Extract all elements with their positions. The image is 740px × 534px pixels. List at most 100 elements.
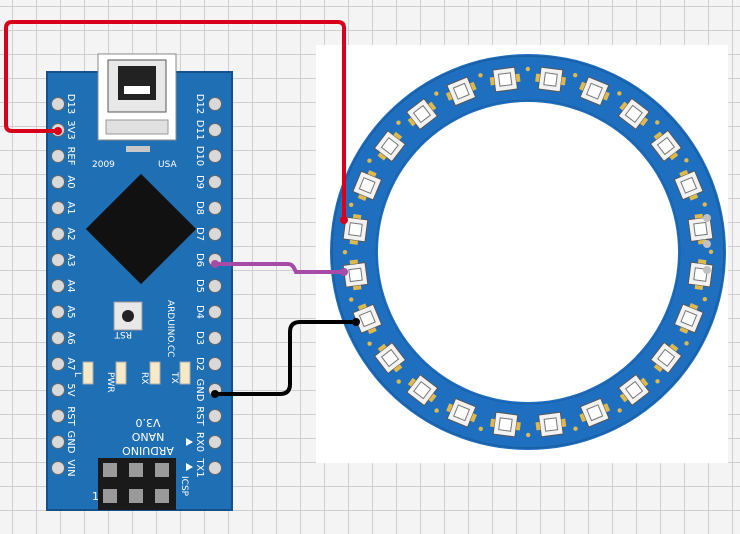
pin-hole[interactable] xyxy=(208,461,222,475)
pin-rx0-right[interactable]: RX0 xyxy=(194,432,222,452)
pin-d10-right[interactable]: D10 xyxy=(194,146,222,166)
ring-led xyxy=(579,397,611,428)
pin-hole[interactable] xyxy=(208,305,222,319)
pin-label: A5 xyxy=(65,305,76,318)
icsp-arrow xyxy=(186,463,193,471)
pin-hole[interactable] xyxy=(51,461,65,475)
pin-hole[interactable] xyxy=(51,305,65,319)
pin-hole[interactable] xyxy=(51,331,65,345)
pin-d8-right[interactable]: D8 xyxy=(194,201,222,215)
pin-rst-right[interactable]: RST xyxy=(194,406,222,427)
pin-label: A4 xyxy=(65,279,76,292)
pin-a6-left[interactable]: A6 xyxy=(51,331,77,345)
pin-hole[interactable] xyxy=(208,97,222,111)
pin-d5-right[interactable]: D5 xyxy=(194,279,222,293)
pin-hole[interactable] xyxy=(51,253,65,267)
ring-led xyxy=(352,170,383,201)
ring-pad xyxy=(684,158,689,163)
pin-hole[interactable] xyxy=(208,123,222,137)
ring-pad xyxy=(702,297,708,302)
pin-hole[interactable] xyxy=(208,201,222,215)
pin-rst-left[interactable]: RST xyxy=(51,406,77,427)
pin-hole[interactable] xyxy=(51,149,65,163)
pin-label: 5V xyxy=(65,383,76,396)
pin-a1-left[interactable]: A1 xyxy=(51,201,77,215)
icsp-pin xyxy=(103,463,117,477)
data-wire-end-ring xyxy=(340,268,348,276)
status-led-rx: RX xyxy=(139,361,161,385)
ring-pad xyxy=(573,426,578,431)
pin-hole[interactable] xyxy=(51,97,65,111)
pin-label: D13 xyxy=(65,94,76,114)
led-body xyxy=(82,361,94,385)
pin-d7-right[interactable]: D7 xyxy=(194,227,222,241)
pin-gnd-left[interactable]: GND xyxy=(51,431,77,454)
pin-vin-left[interactable]: VIN xyxy=(51,459,77,477)
pin-hole[interactable] xyxy=(51,175,65,189)
pin-d11-right[interactable]: D11 xyxy=(194,120,222,140)
board-name-line1: ARDUINO xyxy=(122,444,174,457)
ring-led xyxy=(617,97,650,130)
pin-hole[interactable] xyxy=(208,331,222,345)
pin-label: REF xyxy=(65,146,76,165)
pin-ref-left[interactable]: REF xyxy=(51,146,77,166)
pin-hole[interactable] xyxy=(208,435,222,449)
pin-d2-right[interactable]: D2 xyxy=(194,357,222,371)
ground-wire[interactable] xyxy=(215,320,356,396)
pin-label: A0 xyxy=(65,175,76,188)
pin-5v-left[interactable]: 5V xyxy=(51,383,77,397)
pin-d12-right[interactable]: D12 xyxy=(194,94,222,114)
led-label: PWR xyxy=(105,372,115,393)
pin-hole[interactable] xyxy=(51,357,65,371)
pin-hole[interactable] xyxy=(51,409,65,423)
pin-a7-left[interactable]: A7 xyxy=(51,357,77,371)
pin-d13-left[interactable]: D13 xyxy=(51,94,77,114)
pin-hole[interactable] xyxy=(51,435,65,449)
pin-hole[interactable] xyxy=(208,279,222,293)
power-wire[interactable] xyxy=(4,20,346,220)
usb-connector-base xyxy=(105,119,169,135)
pin-a2-left[interactable]: A2 xyxy=(51,227,77,241)
pin-hole[interactable] xyxy=(208,149,222,163)
led-body xyxy=(115,361,127,385)
pin-a4-left[interactable]: A4 xyxy=(51,279,77,293)
pin-hole[interactable] xyxy=(208,409,222,423)
pin-hole[interactable] xyxy=(51,279,65,293)
icsp-pin1-label: 1 xyxy=(92,490,99,503)
pin-a3-left[interactable]: A3 xyxy=(51,253,77,267)
usb-port-tongue xyxy=(124,86,150,94)
pin-a0-left[interactable]: A0 xyxy=(51,175,77,189)
pin-d3-right[interactable]: D3 xyxy=(194,331,222,345)
pin-tx1-right[interactable]: TX1 xyxy=(194,457,222,478)
ring-led xyxy=(490,411,521,438)
pin-label: GND xyxy=(65,431,76,454)
pin-hole[interactable] xyxy=(208,227,222,241)
pin-label: A2 xyxy=(65,227,76,240)
reset-button-cap[interactable] xyxy=(122,310,134,322)
ring-pad xyxy=(617,408,622,413)
status-led-tx: TX xyxy=(169,361,191,385)
ring-led xyxy=(535,411,567,438)
pin-label: D2 xyxy=(194,357,205,371)
pin-hole[interactable] xyxy=(51,201,65,215)
data-wire[interactable] xyxy=(215,262,344,274)
pin-hole[interactable] xyxy=(208,175,222,189)
pin-d9-right[interactable]: D9 xyxy=(194,175,222,189)
pin-hole[interactable] xyxy=(51,227,65,241)
ring-pad xyxy=(573,72,578,78)
ground-wire-end-arduino xyxy=(211,390,219,398)
pin-d4-right[interactable]: D4 xyxy=(194,305,222,319)
status-led-l: L xyxy=(72,361,94,385)
pin-a5-left[interactable]: A5 xyxy=(51,305,77,319)
ring-led xyxy=(352,303,383,335)
neopixel-ring[interactable] xyxy=(330,54,726,450)
pin-hole[interactable] xyxy=(51,383,65,397)
ring-led xyxy=(535,66,566,93)
pin-label: RST xyxy=(65,406,76,426)
tx-arrow xyxy=(186,438,193,446)
pin-label: A3 xyxy=(65,253,76,266)
ring-outer-edge xyxy=(331,55,725,449)
pin-label: A7 xyxy=(65,357,76,370)
pin-hole[interactable] xyxy=(208,357,222,371)
